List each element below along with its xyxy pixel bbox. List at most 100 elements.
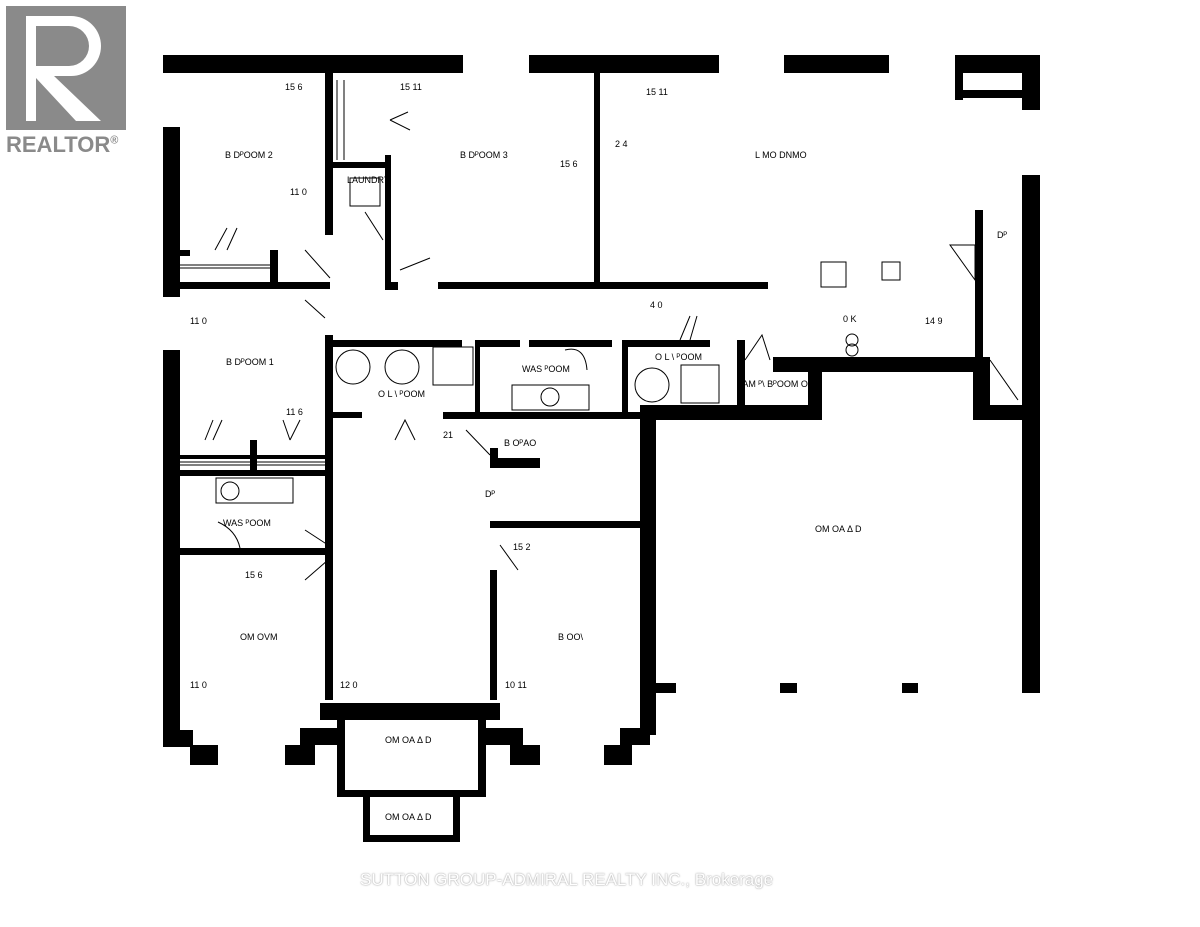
wall-segment xyxy=(963,90,1023,98)
wall-segment xyxy=(490,521,640,528)
wall-segment xyxy=(443,412,643,419)
wall-segment xyxy=(453,797,460,842)
registered-mark: ® xyxy=(110,134,119,147)
wall-segment xyxy=(955,55,963,100)
wall-segment xyxy=(385,155,391,290)
room-label-bedroom-3: B DᴾOOM 3 xyxy=(460,150,508,160)
wall-segment xyxy=(594,73,600,282)
dimension-label: 14 9 xyxy=(925,316,943,326)
room-label-living-dining: L MO DNMO xyxy=(755,150,807,160)
wall-segment xyxy=(300,728,337,745)
wall-segment xyxy=(285,745,315,765)
wall-segment xyxy=(363,797,370,842)
dimension-label: 15 6 xyxy=(285,82,303,92)
wall-segment xyxy=(784,55,889,73)
wall-segment xyxy=(628,340,710,347)
dimension-label: 15 11 xyxy=(646,87,668,97)
wall-segment xyxy=(640,690,656,735)
dimension-label: 11 0 xyxy=(190,680,207,690)
room-label-washroom: WAS ᴾOOM xyxy=(522,364,570,374)
room-label-walk-in: O L \ ᴾOOM xyxy=(378,389,425,399)
wall-segment xyxy=(1022,405,1040,693)
wall-segment xyxy=(475,340,480,412)
wall-segment xyxy=(478,720,486,797)
room-label-laundry: LAUNDRY xyxy=(347,175,390,185)
wall-segment xyxy=(320,703,500,720)
wall-segment xyxy=(490,458,540,468)
wall-segment xyxy=(737,340,745,410)
wall-segment xyxy=(1022,175,1040,405)
realtor-logo: REALTOR® xyxy=(6,6,126,158)
room-label-walk-in-2: O L \ ᴾOOM xyxy=(655,352,702,362)
dimension-label: 4 0 xyxy=(650,300,663,310)
room-label-washroom-2: WAS ᴾOOM xyxy=(223,518,271,528)
wall-segment xyxy=(337,790,486,797)
wall-segment xyxy=(330,340,462,347)
wall-segment xyxy=(190,745,218,765)
room-label-garage: OM OA Δ D xyxy=(815,524,862,534)
room-label-bedroom-1: B DᴾOOM 1 xyxy=(226,357,274,367)
realtor-logo-text: REALTOR xyxy=(6,132,111,157)
room-label-pantry: PAM ᴾ\ BᴾOOM OL xyxy=(737,379,813,389)
wall-segment xyxy=(250,440,257,472)
wall-segment xyxy=(1022,55,1040,110)
room-label-study: B OO\ xyxy=(558,632,584,642)
wall-segment xyxy=(478,340,520,347)
wall-segment xyxy=(486,728,523,745)
wall-segment xyxy=(363,835,460,842)
dimension-label: 15 2 xyxy=(513,542,531,552)
dimension-label: 15 6 xyxy=(560,159,578,169)
room-label-bedroom-2: B DᴾOOM 2 xyxy=(225,150,273,160)
wall-segment xyxy=(438,282,768,289)
brokerage-watermark: SUTTON GROUP-ADMIRAL REALTY INC., Broker… xyxy=(360,870,774,889)
room-label-step: OM OA Δ D xyxy=(385,812,432,822)
dimension-label: 21 xyxy=(443,430,453,440)
wall-segment xyxy=(773,357,975,372)
wall-segment xyxy=(780,683,797,693)
wall-segment xyxy=(808,370,822,420)
wall-segment xyxy=(975,210,983,360)
wall-segment xyxy=(337,720,345,797)
wall-segment xyxy=(163,55,463,73)
wall-segment xyxy=(333,412,362,418)
wall-segment xyxy=(640,405,656,690)
wall-segment xyxy=(604,745,632,765)
dimension-label: 15 6 xyxy=(245,570,263,580)
dimension-label: 11 0 xyxy=(290,187,307,197)
wall-segment xyxy=(180,282,330,289)
wall-segment xyxy=(163,730,193,747)
wall-segment xyxy=(270,250,278,284)
wall-segment xyxy=(163,350,180,745)
wall-segment xyxy=(973,357,990,420)
wall-segment xyxy=(955,55,1040,73)
dimension-label: Dᴾ xyxy=(485,489,495,499)
wall-segment xyxy=(490,570,497,700)
room-label-den: OM OVM xyxy=(240,632,278,642)
wall-segment xyxy=(529,55,719,73)
wall-segment xyxy=(529,340,612,347)
realtor-logo-mark xyxy=(6,6,126,130)
wall-segment xyxy=(385,282,398,290)
fixtures xyxy=(180,80,1019,581)
wall-segment xyxy=(325,335,333,700)
wall-segment xyxy=(180,250,190,256)
dimension-label: 12 0 xyxy=(340,680,358,690)
wall-segment xyxy=(640,683,676,693)
wall-segment xyxy=(510,745,540,765)
walls xyxy=(163,55,1040,842)
wall-segment xyxy=(902,683,918,693)
wall-segment xyxy=(622,340,628,412)
wall-segment xyxy=(325,73,333,235)
room-label-closet: B OᴾAO xyxy=(504,438,536,448)
wall-segment xyxy=(490,448,498,463)
dimension-label: 11 0 xyxy=(190,316,207,326)
dimension-label: 0 K xyxy=(843,314,857,324)
dimension-label: 11 6 xyxy=(286,407,303,417)
wall-segment xyxy=(640,405,820,420)
dimension-label: Dᴾ xyxy=(997,230,1007,240)
wall-segment xyxy=(333,162,390,168)
wall-segment xyxy=(1022,683,1040,693)
wall-segment xyxy=(180,548,330,555)
dimension-label: 15 11 xyxy=(400,82,422,92)
